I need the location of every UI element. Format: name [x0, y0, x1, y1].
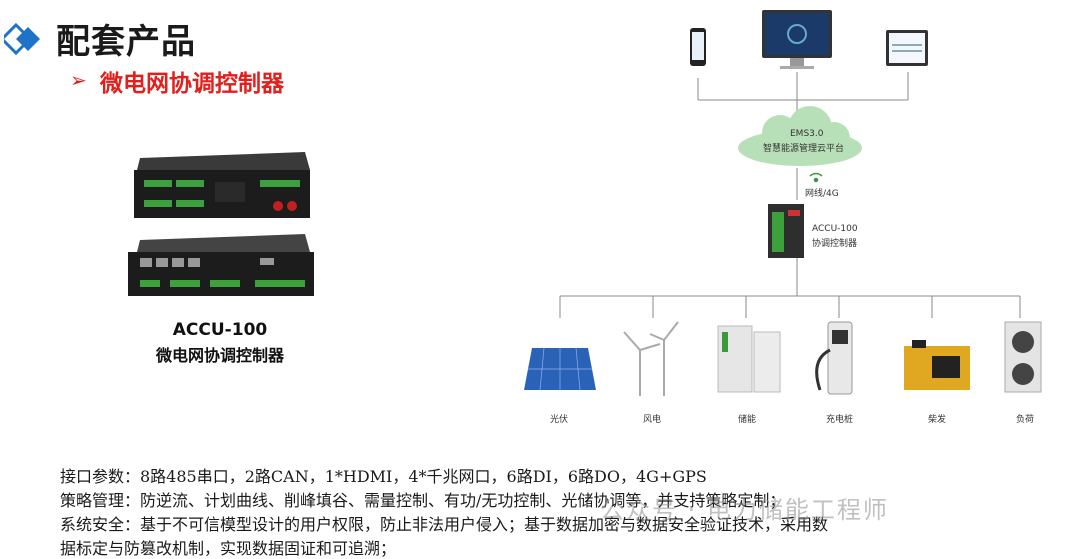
controller-product-image — [128, 152, 314, 296]
charging-pile-icon — [815, 321, 853, 395]
controller-device-icon — [768, 204, 804, 258]
product-model: ACCU-100 — [172, 320, 268, 340]
device-label-solar: 光伏 — [550, 415, 569, 425]
device-label-charger: 充电桩 — [826, 415, 854, 425]
spec-system-security-continued: 据标定与防篡改机制，实现数据固证和可追溯； — [60, 539, 397, 558]
load-icon — [1004, 321, 1042, 393]
wifi-icon — [809, 172, 823, 183]
diamond-logo-icon — [4, 22, 40, 56]
subtitle-arrow-icon: ➢ — [70, 68, 87, 92]
device-label-load: 负荷 — [1016, 415, 1035, 425]
watermark-text: 公众号 · 电力储能工程师 — [600, 496, 889, 524]
monitor-icon — [762, 10, 832, 69]
spec-interface-params: 接口参数：8路485串口，2路CAN，1*HDMI，4*千兆网口，6路DI，6路… — [60, 467, 707, 486]
cloud-label-platform: 智慧能源管理云平台 — [763, 144, 845, 154]
diesel-generator-icon — [904, 340, 970, 390]
phone-icon — [690, 28, 706, 66]
solar-panel-icon — [524, 347, 596, 391]
page-title: 配套产品 — [56, 22, 196, 62]
device-label-wind: 风电 — [643, 415, 662, 425]
controller-label-name: 协调控制器 — [812, 239, 858, 249]
cloud-label-version: EMS3.0 — [790, 129, 824, 139]
device-label-storage: 储能 — [738, 415, 757, 425]
controller-label-model: ACCU-100 — [812, 224, 858, 234]
cloud-icon — [738, 106, 862, 166]
link-label: 网线/4G — [805, 189, 839, 199]
device-label-generator: 柴发 — [928, 415, 947, 425]
spec-strategy-management: 策略管理：防逆流、计划曲线、削峰填谷、需量控制、有功/无功控制、光储协调等，并支… — [60, 491, 786, 510]
spec-system-security: 系统安全：基于不可信模型设计的用户权限，防止非法用户侵入；基于数据加密与数据安全… — [60, 515, 829, 534]
section-subtitle: 微电网协调控制器 — [100, 71, 284, 97]
system-topology-diagram: EMS3.0 智慧能源管理云平台 网线/4G ACCU-100 协调控制器 光伏… — [500, 0, 1080, 440]
tablet-icon — [886, 30, 928, 66]
wind-turbine-icon — [623, 321, 679, 396]
energy-storage-icon — [717, 325, 781, 393]
product-name: 微电网协调控制器 — [155, 346, 284, 365]
